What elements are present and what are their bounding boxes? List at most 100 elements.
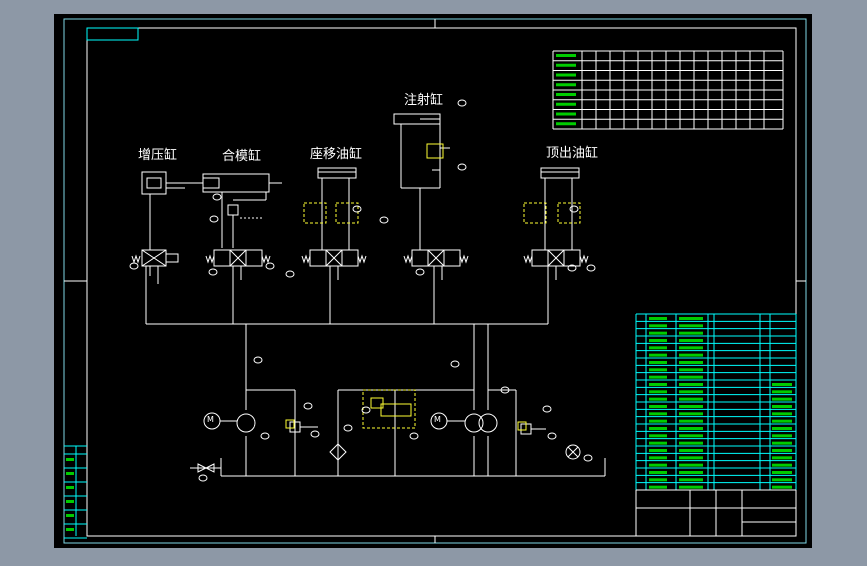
valve-injection: [411, 249, 461, 324]
parts-cell-mark: [649, 361, 667, 364]
parts-cell-mark: [649, 427, 667, 430]
reference-balloon: [310, 430, 320, 438]
reference-balloon: [409, 432, 419, 440]
table-cell-mark: [556, 122, 576, 126]
parts-cell-mark: [772, 405, 792, 408]
valve-mold-close: [213, 249, 263, 324]
strip-cell-mark: [66, 472, 74, 475]
reference-balloon: [343, 424, 353, 432]
parts-cell-mark: [679, 434, 703, 438]
parts-cell-mark: [649, 471, 667, 474]
reference-balloon: [361, 406, 371, 414]
dashed-modules: [285, 143, 581, 431]
table-cell-mark: [556, 73, 576, 77]
pump-3: [478, 413, 498, 433]
reference-balloon: [583, 454, 593, 462]
pump-1: [236, 413, 256, 433]
reference-balloon: [547, 432, 557, 440]
reference-balloon: [209, 215, 219, 223]
parts-cell-mark: [772, 390, 792, 394]
parts-cell-mark: [649, 441, 667, 445]
pump-2: [464, 413, 484, 433]
injection-cylinder: [393, 113, 450, 250]
parts-cell-mark: [772, 449, 792, 452]
valve-seat-shift: [309, 249, 359, 324]
label-booster-cylinder: 增压缸: [138, 148, 178, 163]
parts-cell-mark: [679, 390, 703, 394]
reference-balloon: [285, 270, 295, 278]
parts-cell-mark: [772, 397, 792, 401]
reference-balloon: [457, 163, 467, 171]
table-cell-mark: [556, 54, 576, 57]
parts-cell-mark: [679, 339, 703, 342]
parts-list-table: [635, 313, 797, 537]
reference-balloon: [260, 432, 270, 440]
reference-balloon: [569, 205, 579, 213]
parts-cell-mark: [649, 397, 667, 401]
parts-cell-mark: [679, 419, 703, 423]
parts-cell-mark: [679, 353, 703, 357]
reference-balloon: [586, 264, 596, 272]
parts-cell-mark: [679, 449, 703, 452]
parts-cell-mark: [772, 434, 792, 438]
strip-cell-mark: [66, 458, 74, 461]
parts-cell-mark: [649, 485, 667, 489]
parts-cell-mark: [679, 368, 703, 372]
label-ejector-cylinder: 顶出油缸: [546, 146, 599, 161]
reference-balloon: [457, 99, 467, 107]
parts-cell-mark: [649, 383, 667, 386]
parts-cell-mark: [772, 456, 792, 460]
parts-cell-mark: [649, 375, 667, 379]
strip-cell-mark: [66, 500, 74, 503]
spring-markers: [131, 254, 589, 264]
parts-cell-mark: [679, 375, 703, 379]
table-cell-mark: [556, 63, 576, 67]
parts-cell-mark: [772, 463, 792, 467]
parts-cell-mark: [679, 463, 703, 467]
mold-close-cylinder: [202, 173, 282, 248]
strip-cell-mark: [66, 528, 74, 531]
parts-cell-mark: [679, 346, 703, 350]
parts-cell-mark: [679, 478, 703, 482]
reference-balloon: [212, 193, 222, 201]
ejector-cylinder: [540, 167, 580, 250]
reference-balloon: [379, 216, 389, 224]
parts-cell-mark: [772, 485, 792, 489]
valve-booster: [141, 249, 179, 284]
parts-cell-mark: [649, 339, 667, 342]
parts-cell-mark: [772, 478, 792, 482]
parts-cell-mark: [649, 456, 667, 460]
motor-2-symbol: M: [434, 415, 441, 424]
parts-cell-mark: [772, 427, 792, 430]
parts-cell-mark: [772, 412, 792, 416]
parts-cell-mark: [649, 434, 667, 438]
shutoff-valve: [197, 463, 208, 473]
parts-cell-mark: [679, 412, 703, 416]
parts-cell-mark: [772, 441, 792, 445]
reference-balloon: [208, 268, 218, 276]
parts-cell-mark: [679, 331, 703, 335]
parts-cell-mark: [649, 346, 667, 350]
parts-cell-mark: [649, 405, 667, 408]
parts-cell-mark: [679, 456, 703, 460]
parts-cell-mark: [649, 412, 667, 416]
parts-cell-mark: [679, 317, 703, 320]
reference-balloons: [129, 99, 596, 482]
seat-shift-cylinder: [317, 167, 357, 250]
parts-cell-mark: [679, 405, 703, 408]
parts-cell-mark: [772, 471, 792, 474]
table-cell-mark: [556, 112, 576, 116]
parts-cell-mark: [649, 419, 667, 423]
motor-1-symbol: M: [207, 415, 214, 424]
strip-cell-mark: [66, 486, 74, 489]
table-cell-mark: [556, 93, 576, 96]
reference-balloon: [567, 264, 577, 272]
left-revision-strip: [64, 445, 87, 539]
table-cell-mark: [556, 102, 576, 106]
upper-right-table: [552, 50, 784, 130]
reference-balloon: [500, 386, 510, 394]
label-mold-close-cylinder: 合模缸: [222, 149, 262, 164]
parts-cell-mark: [679, 383, 703, 386]
